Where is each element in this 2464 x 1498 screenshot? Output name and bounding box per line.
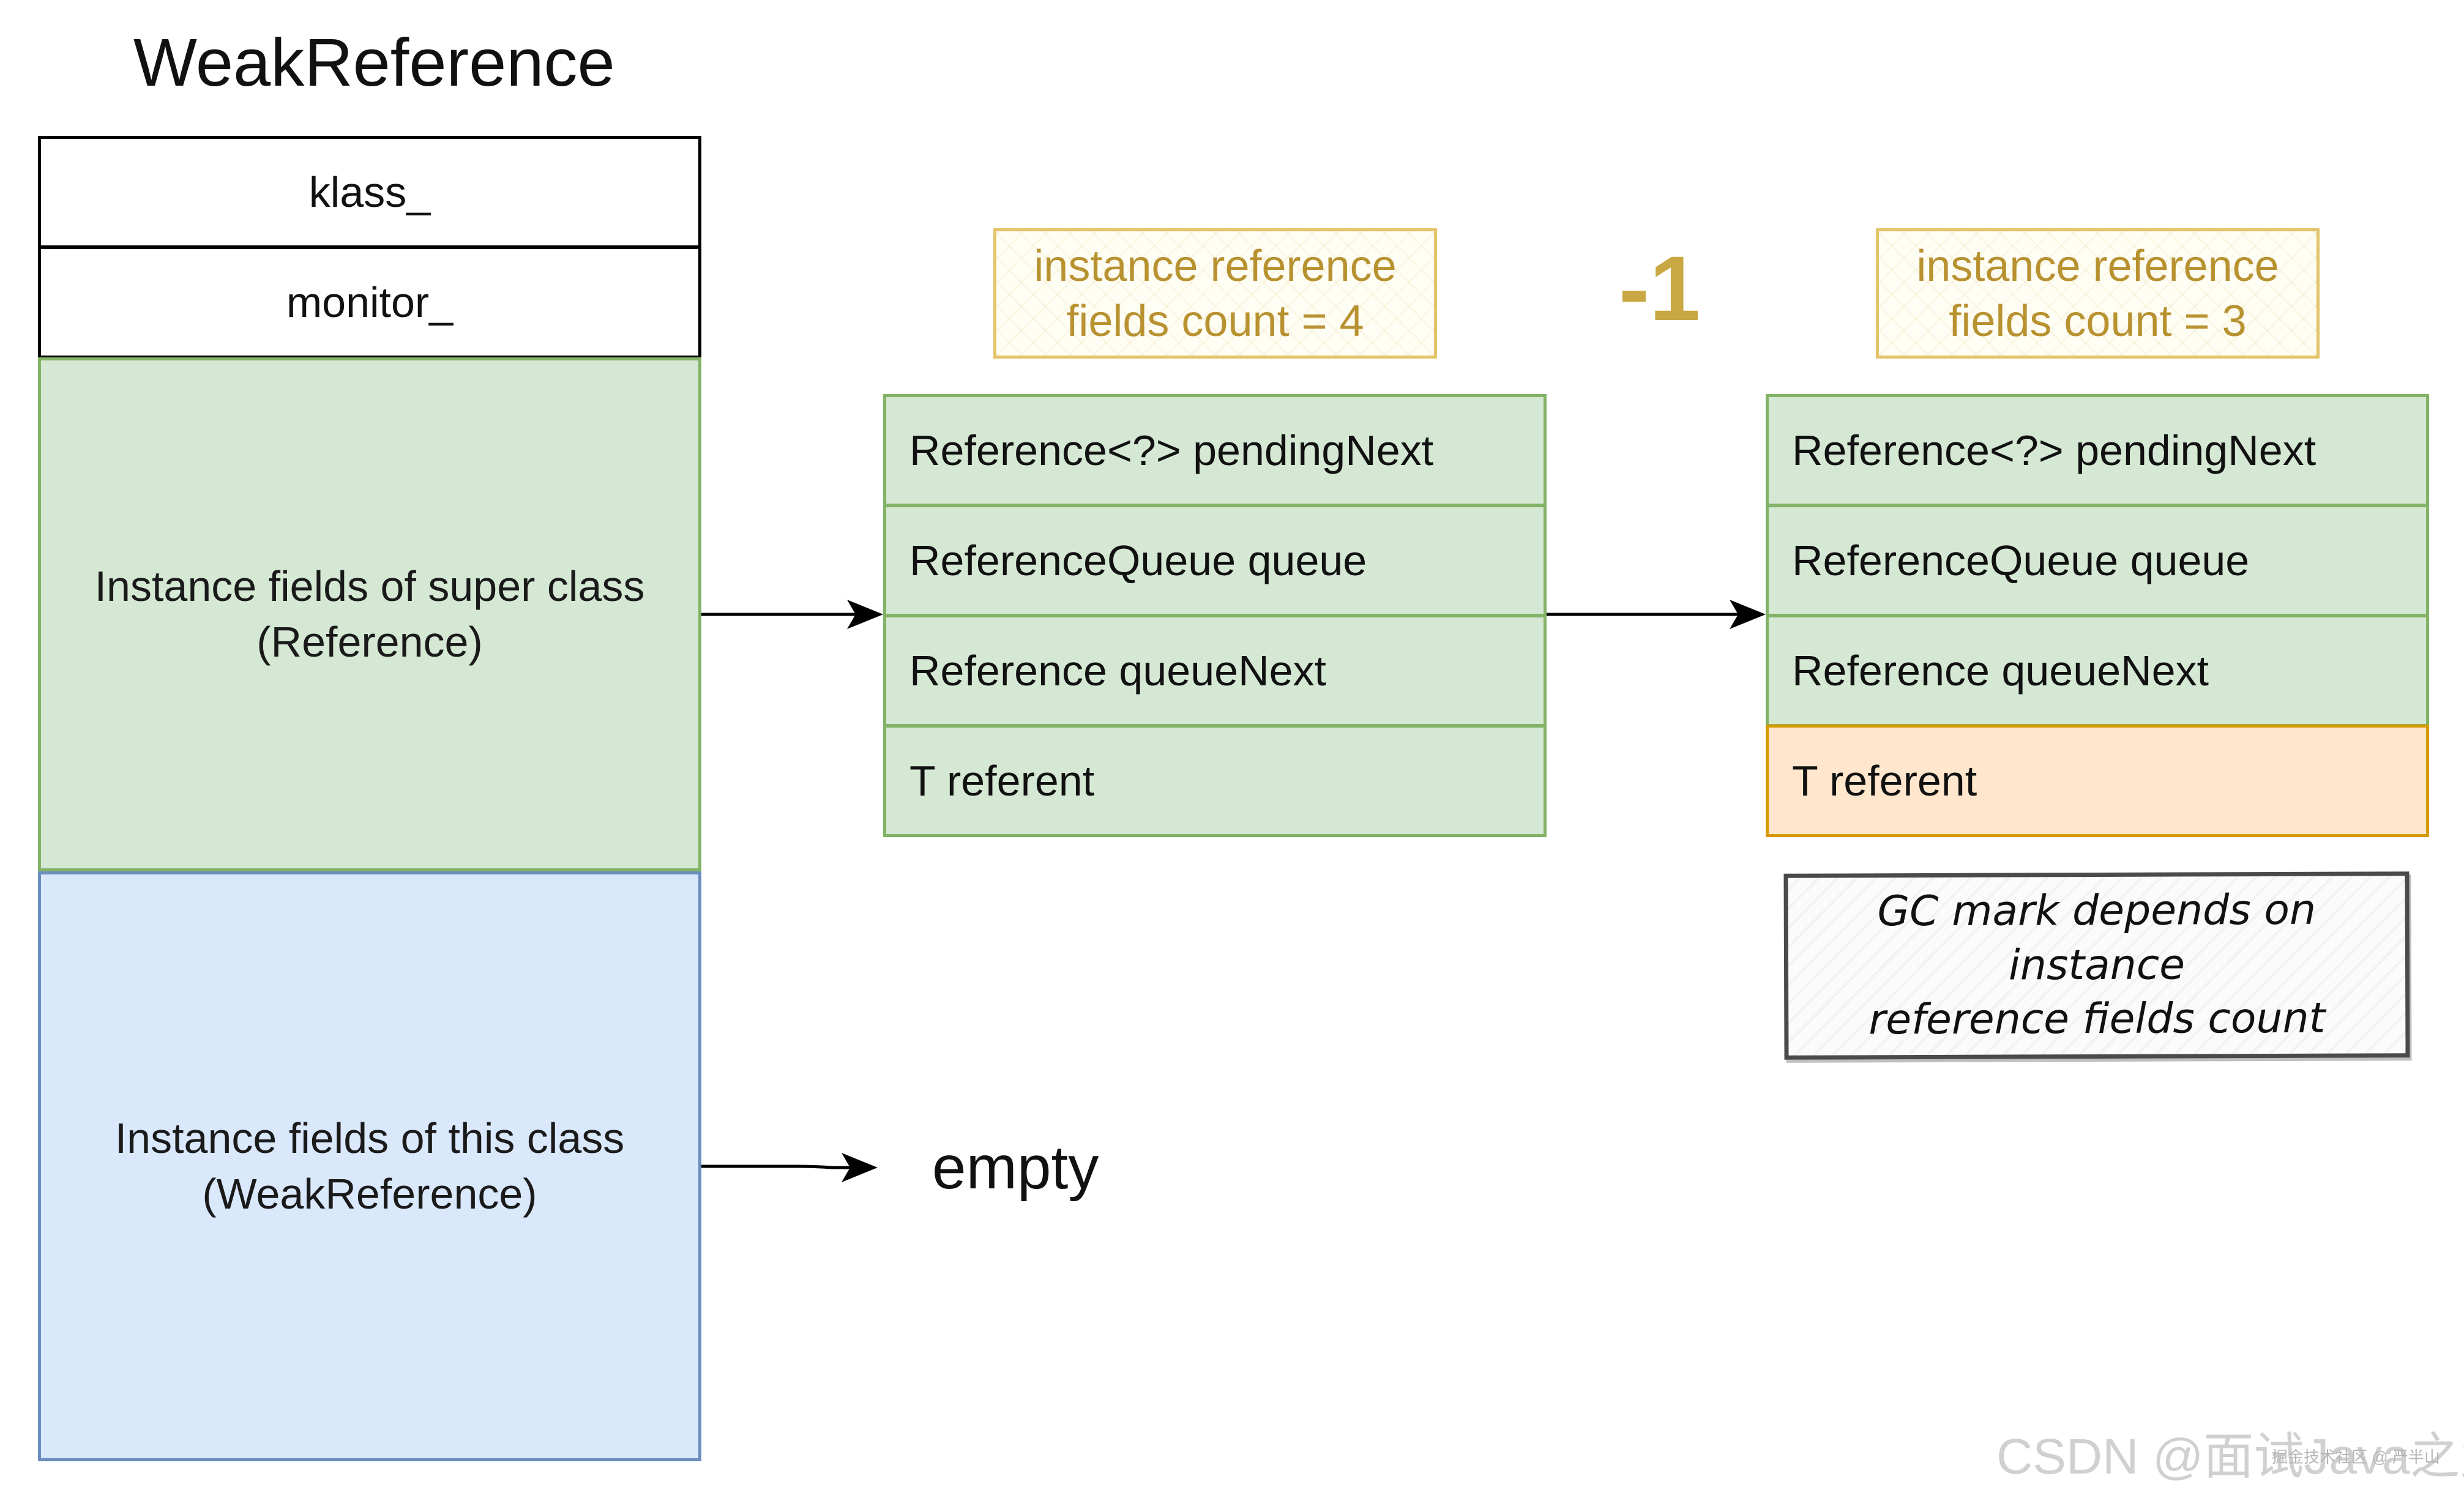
after-field-queue-next-label: Reference queueNext <box>1792 647 2209 695</box>
before-field-pending-next-label: Reference<?> pendingNext <box>909 427 1434 474</box>
before-fields-table: Reference<?> pendingNext ReferenceQueue … <box>883 394 1547 837</box>
super-section-line1: Instance fields of super class <box>94 562 645 610</box>
arrow-this-class-to-empty <box>701 1153 878 1182</box>
before-field-pending-next: Reference<?> pendingNext <box>883 394 1547 507</box>
arrow-before-to-after-table <box>1547 600 1766 629</box>
before-field-queue-next-label: Reference queueNext <box>909 647 1326 695</box>
empty-label: empty <box>932 1133 1099 1202</box>
after-field-pending-next: Reference<?> pendingNext <box>1766 394 2429 507</box>
diagram-title: WeakReference <box>133 25 615 100</box>
before-count-note: instance reference fields count = 4 <box>993 228 1437 359</box>
monitor-cell: monitor_ <box>38 246 701 359</box>
csdn-watermark: CSDN @面试Java之父 <box>1996 1429 2464 1485</box>
klass-cell: klass_ <box>38 136 701 248</box>
after-note-line1: instance reference <box>1916 241 2279 291</box>
before-note-line2: fields count = 4 <box>1066 296 1364 346</box>
this-section-line2: (WeakReference) <box>202 1170 537 1218</box>
this-class-fields-section: Instance fields of this class (WeakRefer… <box>38 871 701 1461</box>
arrow-super-to-before-table <box>701 600 883 629</box>
after-field-referent-label: T referent <box>1792 757 1977 805</box>
super-class-fields-section: Instance fields of super class (Referenc… <box>38 357 701 871</box>
after-field-pending-next-label: Reference<?> pendingNext <box>1792 427 2317 474</box>
after-fields-table: Reference<?> pendingNext ReferenceQueue … <box>1766 394 2429 837</box>
before-field-referent-label: T referent <box>909 757 1095 805</box>
minus-one-operator: -1 <box>1619 237 1701 340</box>
after-count-note: instance reference fields count = 3 <box>1876 228 2320 359</box>
super-section-line2: (Reference) <box>256 618 483 666</box>
before-field-queue-label: ReferenceQueue queue <box>909 537 1367 584</box>
object-layout: klass_ monitor_ Instance fields of super… <box>38 136 701 1461</box>
after-field-queue-label: ReferenceQueue queue <box>1792 537 2250 584</box>
before-note-line1: instance reference <box>1034 241 1397 291</box>
after-note-line2: fields count = 3 <box>1949 296 2247 346</box>
monitor-label: monitor_ <box>286 278 454 326</box>
klass-label: klass_ <box>308 168 431 216</box>
after-field-referent-highlighted: T referent <box>1766 725 2429 837</box>
juejin-watermark: 掘金技术社区 @ 严半山 <box>2272 1448 2440 1466</box>
before-field-referent: T referent <box>883 725 1547 837</box>
this-section-line1: Instance fields of this class <box>114 1114 625 1162</box>
before-field-queue-next: Reference queueNext <box>883 614 1547 727</box>
